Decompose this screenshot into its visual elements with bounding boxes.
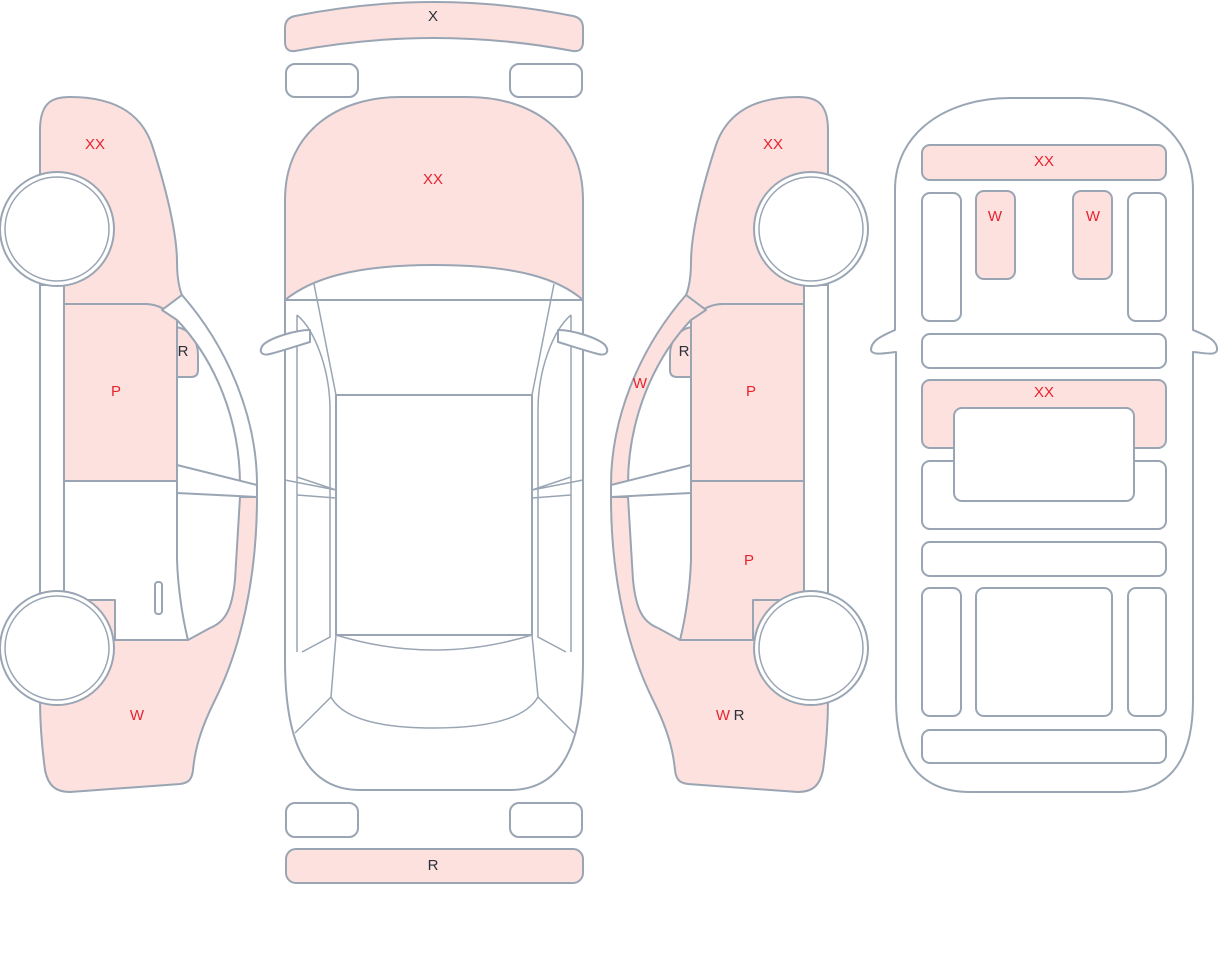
front-right-light[interactable] (509, 63, 583, 98)
left-rear-quarter[interactable] (39, 496, 258, 793)
interior-view: XX W W XX (870, 97, 1219, 793)
roof[interactable] (335, 394, 533, 636)
left-front-wheel[interactable] (0, 171, 115, 287)
left-door-handle (154, 581, 163, 615)
label-rear-bumper: R (428, 857, 439, 874)
front-right-door-panel[interactable] (1127, 192, 1167, 322)
left-rear-wheel-rim (4, 595, 110, 701)
trunk-rear-panel[interactable] (921, 729, 1167, 764)
center-panel[interactable] (953, 407, 1135, 502)
label-middle-panel: XX (1034, 384, 1054, 401)
left-rear-wheel[interactable] (0, 590, 115, 706)
rear-right-light[interactable] (509, 802, 583, 838)
left-front-wheel-rim (4, 176, 110, 282)
front-right-seat[interactable] (1072, 190, 1113, 280)
label-right-rear-quarter-w: W (716, 707, 731, 724)
front-left-door-panel[interactable] (921, 192, 962, 322)
label-left-front-fender: XX (85, 136, 105, 153)
label-left-rear-quarter: W (130, 707, 145, 724)
top-view: X XX R (259, 1, 609, 884)
dashboard[interactable] (921, 144, 1167, 181)
label-right-front-fender: XX (763, 136, 783, 153)
right-rear-wheel-rim (758, 595, 864, 701)
right-mirror-top[interactable] (557, 329, 609, 356)
front-bumper[interactable] (284, 1, 584, 53)
label-hood: XX (423, 171, 443, 188)
label-left-front-door: P (111, 383, 121, 400)
rear-window-lines (284, 476, 584, 734)
front-left-light[interactable] (285, 63, 359, 98)
label-left-mirror: R (178, 343, 189, 360)
trunk-floor[interactable] (975, 587, 1113, 717)
label-right-rear-quarter-r: R (734, 707, 745, 724)
right-side-view: XX R W P P W R (610, 96, 869, 793)
console-panel[interactable] (921, 333, 1167, 369)
label-front-left-seat: W (988, 208, 1003, 225)
rear-bumper[interactable] (285, 848, 584, 884)
right-front-wheel-rim (758, 176, 864, 282)
left-sill (39, 284, 65, 601)
front-left-seat[interactable] (975, 190, 1016, 280)
label-right-pillar: W (633, 375, 648, 392)
right-sill (803, 284, 829, 601)
rear-left-door-panel[interactable] (921, 587, 962, 717)
label-right-mirror: R (679, 343, 690, 360)
rear-left-light[interactable] (285, 802, 359, 838)
right-front-wheel[interactable] (753, 171, 869, 287)
hood[interactable] (284, 96, 584, 301)
label-dashboard: XX (1034, 153, 1054, 170)
label-right-rear-door: P (744, 552, 754, 569)
label-front-right-seat: W (1086, 208, 1101, 225)
left-side-view: XX P R W (0, 96, 258, 793)
rear-panel[interactable] (921, 541, 1167, 577)
rear-right-door-panel[interactable] (1127, 587, 1167, 717)
label-right-front-door: P (746, 383, 756, 400)
right-rear-wheel[interactable] (753, 590, 869, 706)
left-mirror-top[interactable] (259, 329, 311, 356)
label-front-bumper: X (428, 8, 438, 25)
right-rear-quarter[interactable] (610, 496, 829, 793)
